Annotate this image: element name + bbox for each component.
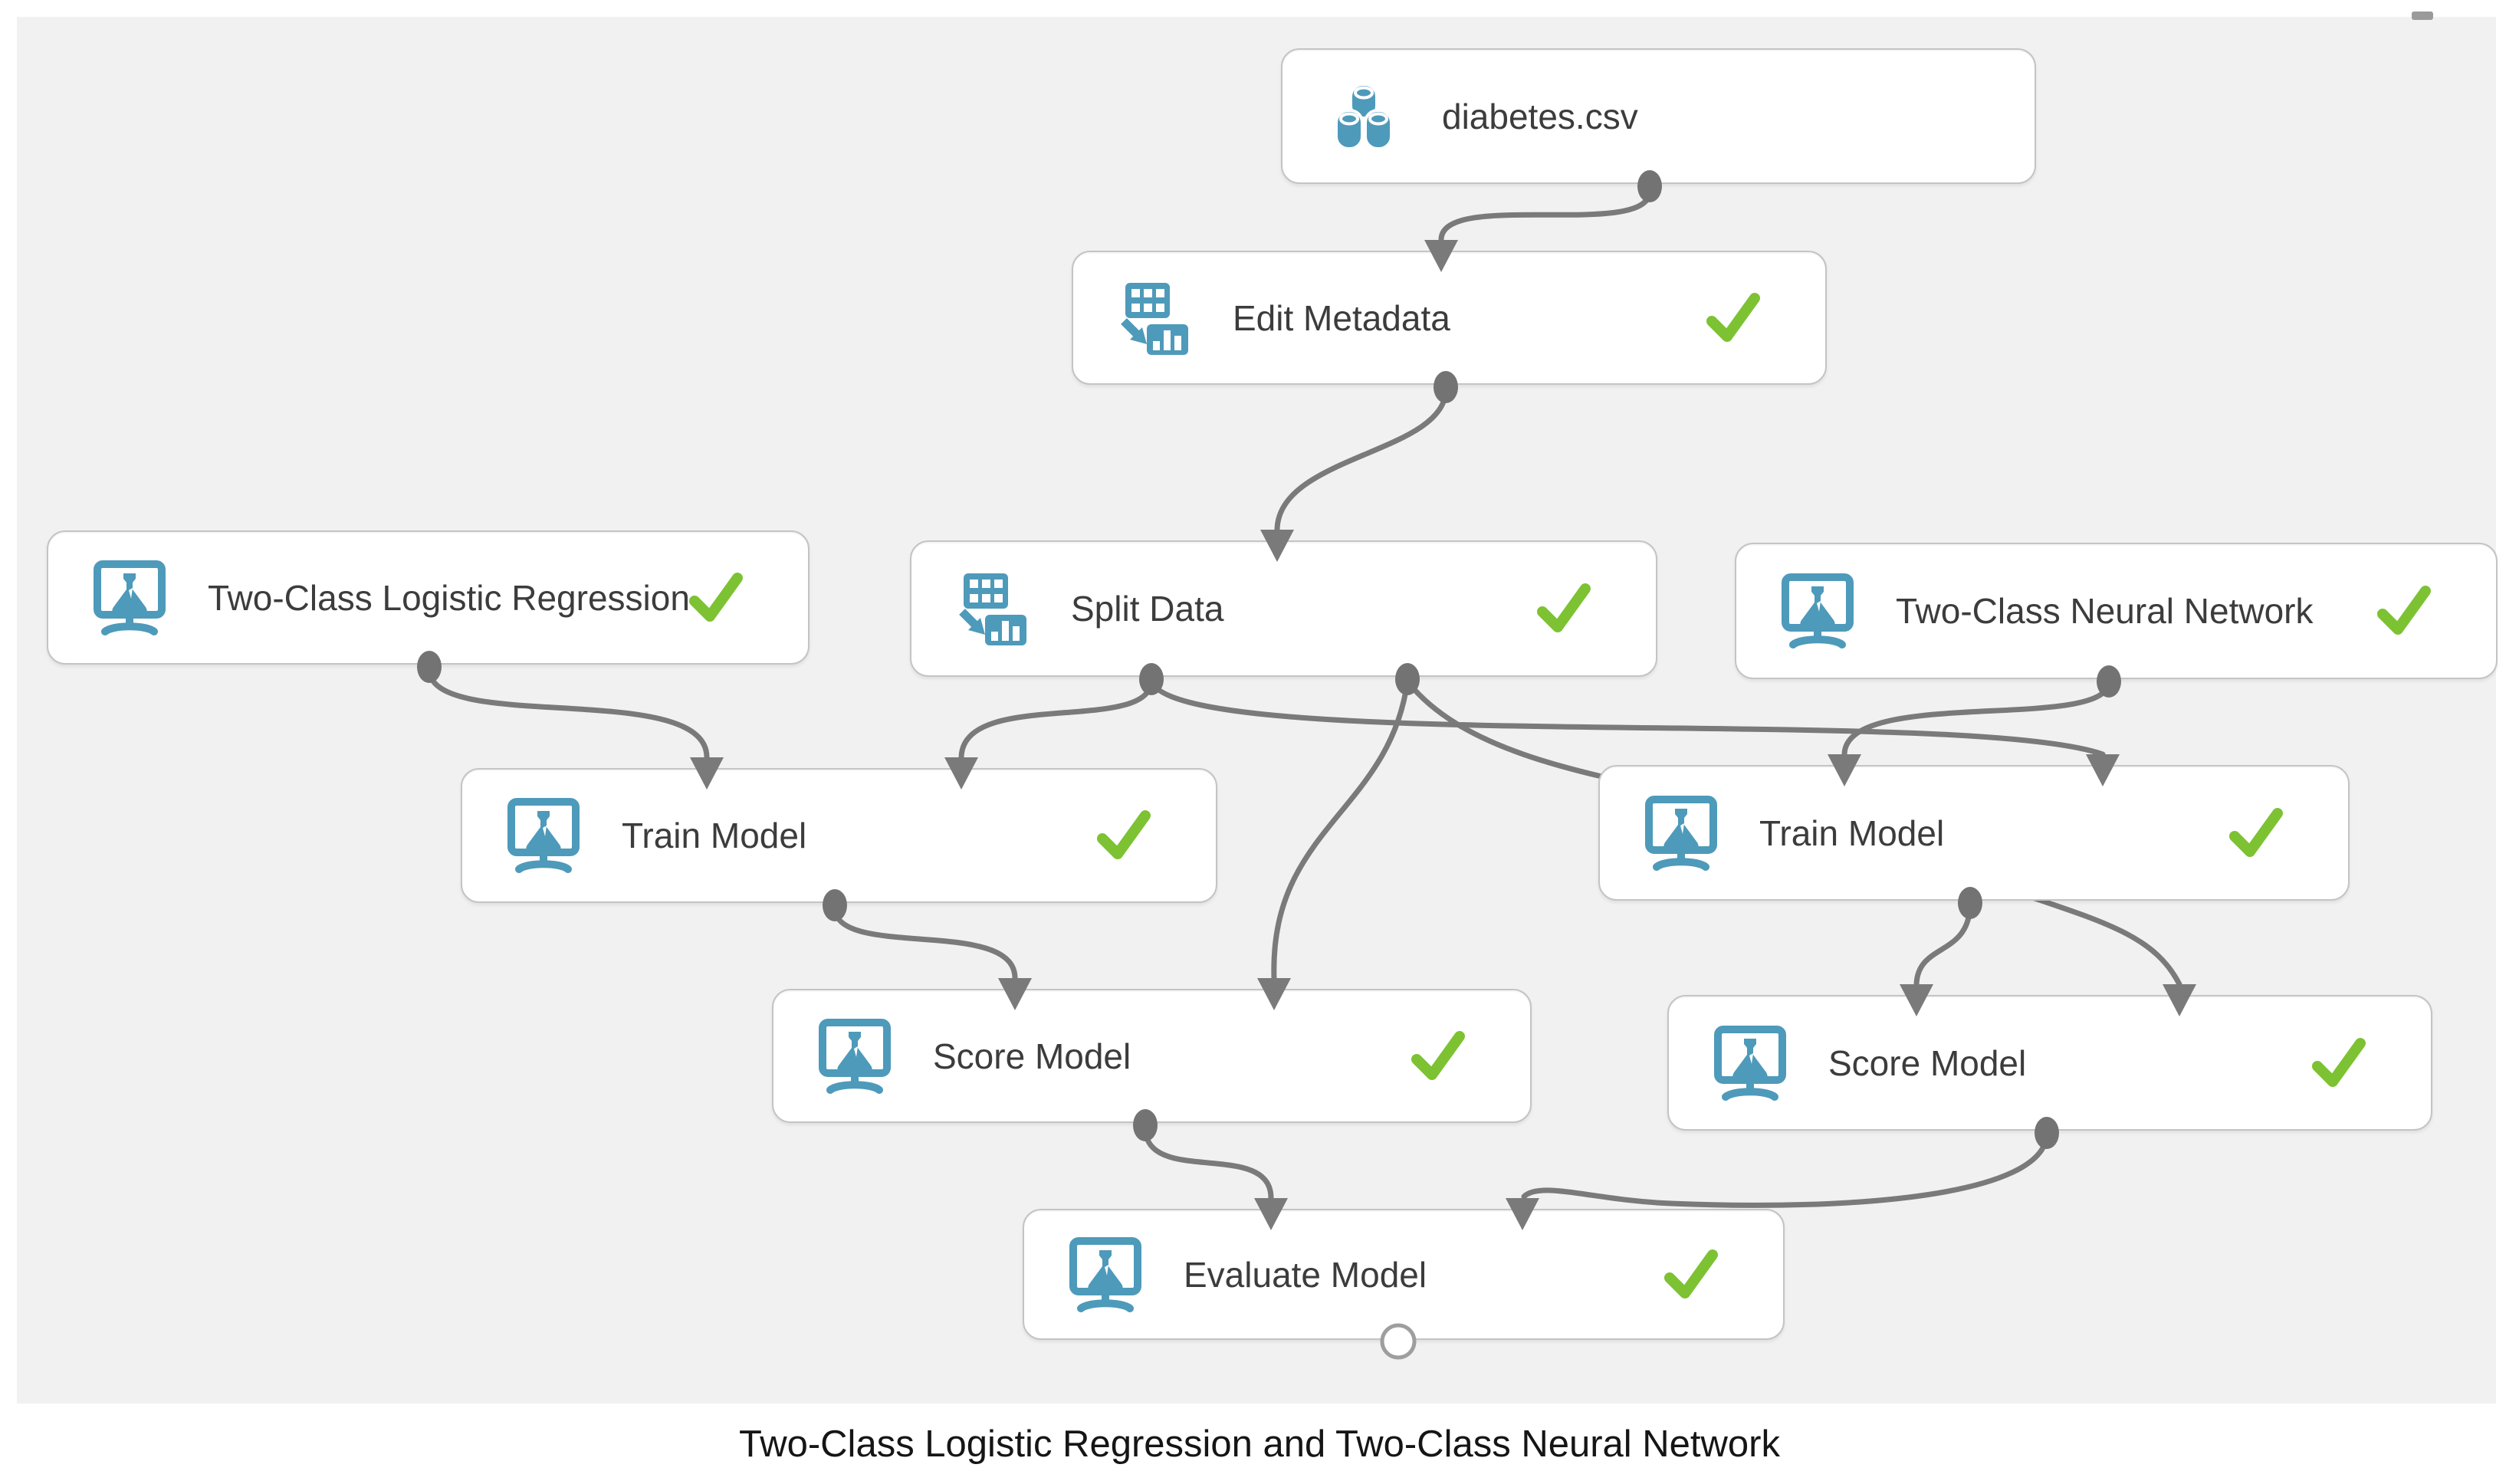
success-check-icon	[687, 572, 745, 624]
node-diabetes-csv[interactable]: diabetes.csv	[1281, 48, 2036, 184]
table-transform-icon	[954, 570, 1031, 647]
node-edit-metadata[interactable]: Edit Metadata	[1072, 251, 1827, 385]
success-check-icon	[1535, 583, 1593, 635]
node-evaluate-model[interactable]: Evaluate Model	[1023, 1209, 1785, 1340]
model-icon	[91, 560, 168, 636]
success-check-icon	[2310, 1037, 2368, 1089]
success-check-icon	[1095, 809, 1153, 862]
dataset-icon	[1325, 78, 1402, 155]
model-icon	[505, 797, 582, 874]
model-icon	[1067, 1236, 1144, 1313]
success-check-icon	[2227, 807, 2285, 859]
node-score-model-right[interactable]: Score Model	[1667, 995, 2432, 1131]
node-train-model-right[interactable]: Train Model	[1598, 765, 2350, 901]
node-label: Split Data	[1071, 589, 1224, 629]
experiment-canvas[interactable]	[17, 17, 2496, 1404]
model-icon	[1643, 795, 1719, 872]
success-check-icon	[1662, 1249, 1720, 1301]
model-icon	[1779, 573, 1856, 649]
node-train-model-left[interactable]: Train Model	[461, 768, 1217, 903]
node-label: Score Model	[1828, 1042, 2027, 1083]
success-check-icon	[2375, 585, 2433, 637]
node-label: Two-Class Logistic Regression	[208, 577, 690, 618]
success-check-icon	[1704, 292, 1762, 344]
figure-caption: Two-Class Logistic Regression and Two-Cl…	[738, 1423, 1780, 1465]
scrollbar-nub[interactable]	[2412, 11, 2433, 20]
node-label: Train Model	[1759, 813, 1945, 853]
node-two-class-neural-network[interactable]: Two-Class Neural Network	[1735, 543, 2498, 679]
node-label: Evaluate Model	[1184, 1254, 1427, 1295]
table-transform-icon	[1116, 280, 1193, 356]
node-label: Two-Class Neural Network	[1896, 591, 2314, 631]
node-label: Train Model	[622, 816, 807, 855]
success-check-icon	[1409, 1030, 1467, 1082]
model-icon	[816, 1018, 893, 1095]
node-two-class-logistic-regression[interactable]: Two-Class Logistic Regression	[47, 530, 810, 665]
model-icon	[1712, 1025, 1788, 1102]
node-score-model-left[interactable]: Score Model	[772, 989, 1532, 1123]
node-label: diabetes.csv	[1442, 96, 1638, 136]
node-split-data[interactable]: Split Data	[910, 540, 1657, 677]
node-label: Score Model	[933, 1036, 1131, 1076]
node-label: Edit Metadata	[1233, 297, 1450, 338]
